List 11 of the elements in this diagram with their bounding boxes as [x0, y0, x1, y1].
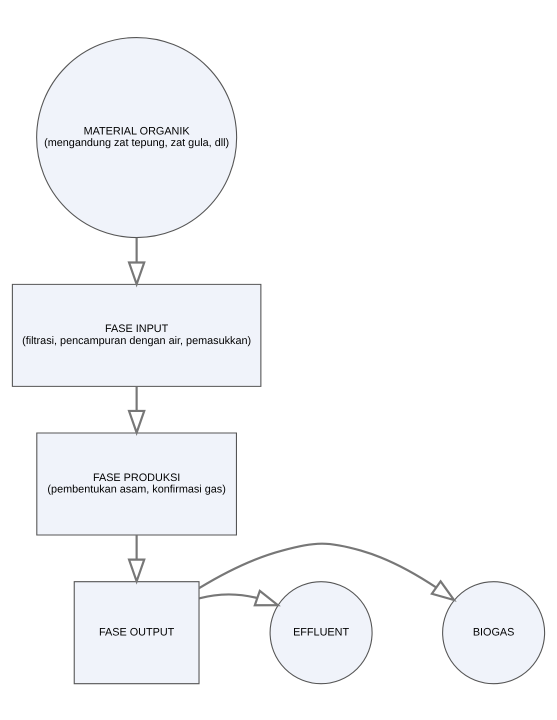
arrow	[128, 386, 146, 436]
node-box: FASE PRODUKSI (pembentukan asam, konfirmasi gas)	[36, 432, 237, 536]
arrow	[128, 237, 146, 287]
node-circle: BIOGAS	[442, 580, 546, 684]
node-circle: MATERIAL ORGANIK (mengandung zat tepung, zat gula, dll)	[36, 36, 238, 238]
node-box: FASE OUTPUT	[74, 580, 200, 684]
arrow	[198, 542, 457, 602]
arrow	[128, 534, 146, 584]
node-circle: EFFLUENT	[270, 580, 373, 684]
node-box: FASE INPUT (filtrasi, pencampuran dengan air, pemasukkan)	[12, 283, 262, 386]
arrow	[199, 588, 281, 606]
